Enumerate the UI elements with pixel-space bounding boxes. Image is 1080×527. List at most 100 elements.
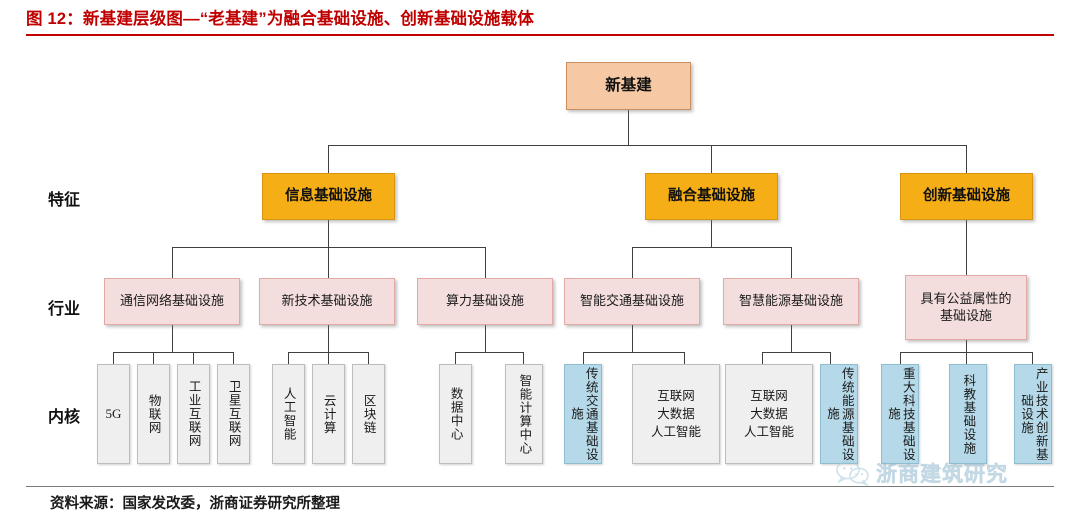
leaf-legacy-energy-infrastructure-label: 传统能源基础设施: [825, 366, 854, 462]
leaf-legacy-transport-infrastructure-label: 传统交通基础设施: [569, 366, 598, 462]
node-integrated-label: 融合基础设施: [668, 188, 755, 205]
connector-to-legacy-energy: [830, 352, 831, 364]
node-smart-energy-label: 智慧能源基础设施: [738, 293, 843, 309]
node-root-new-infrastructure[interactable]: 新基建: [566, 62, 691, 110]
connector-integrated-down: [711, 220, 712, 247]
node-computing-label: 算力基础设施: [445, 293, 524, 309]
connector-smart-trans-down: [632, 325, 633, 352]
connector-to-comm-net: [172, 247, 173, 278]
connector-to-innovation: [966, 145, 967, 173]
connector-to-computing: [485, 247, 486, 278]
leaf-industrial-tech-innovation-infrastructure[interactable]: 产业技术创新基础设施: [1014, 364, 1052, 464]
connector-to-blockchain: [368, 352, 369, 364]
connector-to-integrated: [711, 145, 712, 173]
connector-to-energy-tech: [762, 352, 763, 364]
node-root-label: 新基建: [605, 77, 652, 95]
leaf-artificial-intelligence-label: 人工智能: [281, 387, 296, 441]
connector-smart-trans-bus: [583, 352, 684, 353]
connector-innovation-down: [966, 220, 967, 275]
connector-new-tech-down: [328, 325, 329, 352]
node-smart-transport-label: 智能交通基础设施: [579, 293, 684, 309]
leaf-5g[interactable]: 5G: [97, 364, 130, 464]
node-new-tech-label: 新技术基础设施: [281, 293, 373, 309]
connector-to-legacy-transport: [583, 352, 584, 364]
leaf-blockchain[interactable]: 区块链: [352, 364, 385, 464]
node-innovation-label: 创新基础设施: [923, 188, 1010, 205]
node-smart-transport-infrastructure[interactable]: 智能交通基础设施: [564, 278, 700, 325]
leaf-iot-label: 物联网: [146, 393, 161, 435]
connector-to-edu-sci: [966, 352, 967, 364]
node-new-tech-infrastructure[interactable]: 新技术基础设施: [259, 278, 395, 325]
connector-to-industry-innov: [1032, 352, 1033, 364]
connector-smart-energy-bus: [762, 352, 830, 353]
leaf-industrial-internet[interactable]: 工业互联网: [177, 364, 210, 464]
leaf-iot[interactable]: 物联网: [137, 364, 170, 464]
connector-to-cloud: [328, 352, 329, 364]
leaf-transport-tech-stack-label: 互联网 大数据 人工智能: [650, 388, 701, 440]
node-info-label: 信息基础设施: [285, 188, 372, 205]
node-smart-energy-infrastructure[interactable]: 智慧能源基础设施: [723, 278, 859, 325]
leaf-education-science-infrastructure-label: 科教基础设施: [961, 373, 976, 455]
connector-smart-energy-down: [791, 325, 792, 352]
connector-level2-bus: [328, 145, 966, 146]
connector-integrated-bus: [632, 247, 791, 248]
connector-computing-bus: [455, 352, 523, 353]
leaf-cloud-computing-label: 云计算: [321, 393, 336, 435]
leaf-intelligent-computing-center[interactable]: 智能计算中心: [505, 364, 543, 464]
connector-to-smart-compute: [523, 352, 524, 364]
leaf-energy-tech-stack[interactable]: 互联网 大数据 人工智能: [725, 364, 813, 464]
leaf-artificial-intelligence[interactable]: 人工智能: [272, 364, 305, 464]
connector-to-smart-trans: [632, 247, 633, 278]
connector-to-ai: [288, 352, 289, 364]
node-comm-net-infrastructure[interactable]: 通信网络基础设施: [104, 278, 240, 325]
connector-to-info: [328, 145, 329, 173]
row-label-core: 内核: [48, 409, 81, 426]
title-divider: [26, 34, 1054, 36]
leaf-cloud-computing[interactable]: 云计算: [312, 364, 345, 464]
node-public-good-label-line1: 具有公益属性的: [920, 290, 1012, 306]
node-integrated-infrastructure[interactable]: 融合基础设施: [645, 173, 778, 220]
row-label-features: 特征: [48, 192, 81, 209]
leaf-5g-label: 5G: [105, 405, 122, 421]
leaf-major-science-infrastructure[interactable]: 重大科技基础设施: [881, 364, 919, 464]
connector-public-good-down: [966, 340, 967, 352]
connector-info-down: [328, 220, 329, 247]
connector-comm-net-down: [172, 325, 173, 352]
leaf-legacy-transport-infrastructure[interactable]: 传统交通基础设施: [564, 364, 602, 464]
figure-source: 资料来源：国家发改委，浙商证券研究所整理: [50, 496, 340, 512]
leaf-satellite-internet[interactable]: 卫星互联网: [217, 364, 250, 464]
connector-to-5g: [113, 352, 114, 364]
row-label-industry: 行业: [48, 301, 81, 318]
leaf-industrial-internet-label: 工业互联网: [186, 380, 201, 448]
connector-to-trans-tech: [684, 352, 685, 364]
leaf-blockchain-label: 区块链: [361, 393, 376, 435]
leaf-legacy-energy-infrastructure[interactable]: 传统能源基础设施: [820, 364, 858, 464]
connector-to-data-center: [455, 352, 456, 364]
connector-to-satellite-iot: [233, 352, 234, 364]
leaf-transport-tech-stack[interactable]: 互联网 大数据 人工智能: [632, 364, 720, 464]
connector-computing-down: [485, 325, 486, 352]
leaf-energy-tech-stack-label: 互联网 大数据 人工智能: [743, 388, 794, 440]
leaf-data-center-label: 数据中心: [448, 387, 463, 441]
connector-to-new-tech: [328, 247, 329, 278]
figure-title: 图 12：新基建层级图—“老基建”为融合基础设施、创新基础设施载体: [26, 10, 535, 28]
node-public-good-label-line2: 基础设施: [939, 307, 992, 323]
leaf-data-center[interactable]: 数据中心: [439, 364, 472, 464]
node-computing-infrastructure[interactable]: 算力基础设施: [417, 278, 553, 325]
connector-to-major-sci: [900, 352, 901, 364]
leaf-industrial-tech-innovation-infrastructure-label: 产业技术创新基础设施: [1019, 366, 1048, 462]
leaf-major-science-infrastructure-label: 重大科技基础设施: [886, 366, 915, 462]
leaf-intelligent-computing-center-label: 智能计算中心: [517, 373, 532, 455]
figure-title-bar: 图 12：新基建层级图—“老基建”为融合基础设施、创新基础设施载体: [0, 0, 1080, 40]
node-innovation-infrastructure[interactable]: 创新基础设施: [900, 173, 1033, 220]
node-public-good-infrastructure[interactable]: 具有公益属性的 基础设施: [905, 275, 1027, 340]
connector-to-industrial-iot: [193, 352, 194, 364]
connector-comm-net-bus: [113, 352, 233, 353]
connector-to-iot: [153, 352, 154, 364]
leaf-satellite-internet-label: 卫星互联网: [226, 380, 241, 448]
node-comm-net-label: 通信网络基础设施: [119, 293, 224, 309]
connector-root-down: [628, 110, 629, 146]
leaf-education-science-infrastructure[interactable]: 科教基础设施: [949, 364, 987, 464]
node-info-infrastructure[interactable]: 信息基础设施: [262, 173, 395, 220]
